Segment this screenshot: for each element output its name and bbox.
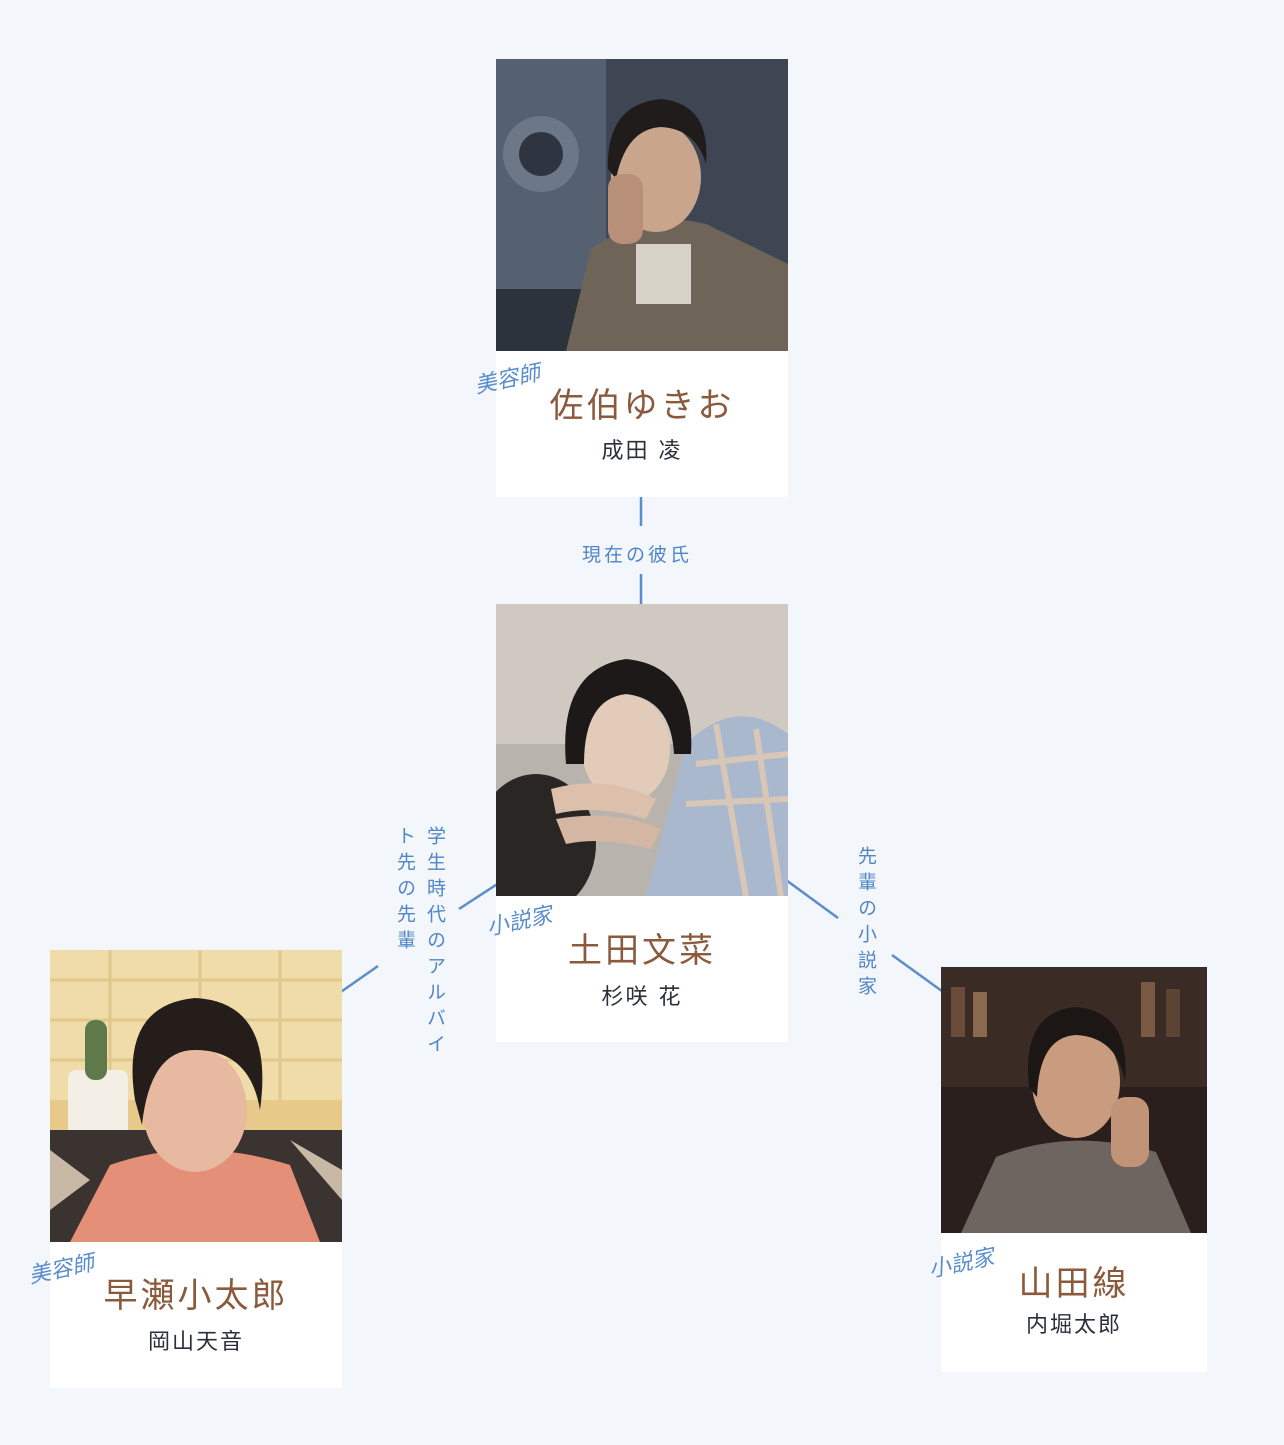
character-card-tsuchida[interactable]: 土田文菜 杉咲 花: [496, 604, 788, 1042]
character-card-saeki[interactable]: 佐伯ゆきお 成田 凌: [496, 59, 788, 497]
actor-name-yamada: 内堀太郎: [1025, 1313, 1122, 1338]
character-photo-saeki: [496, 59, 788, 351]
line-hayase-upper: [458, 879, 503, 911]
character-name-tsuchida: 土田文菜: [568, 931, 716, 971]
character-card-hayase[interactable]: 早瀬小太郎 岡山天音: [50, 950, 342, 1388]
character-photo-yamada: [941, 967, 1207, 1233]
line-yamada-lower: [891, 953, 947, 996]
character-card-yamada[interactable]: 山田線 内堀太郎: [941, 967, 1207, 1372]
character-photo-tsuchida: [496, 604, 788, 896]
character-photo-hayase: [50, 950, 342, 1242]
character-name-hayase: 早瀬小太郎: [103, 1276, 289, 1316]
character-name-saeki: 佐伯ゆきお: [549, 386, 735, 426]
relation-label-current-boyfriend: 現在の彼氏: [582, 544, 693, 566]
actor-name-saeki: 成田 凌: [601, 439, 683, 464]
relation-label-part-time-senior: 学生時代のアルバイト先の先輩: [394, 826, 446, 1060]
character-name-yamada: 山田線: [1018, 1264, 1130, 1304]
line-hayase-lower: [334, 964, 379, 998]
relation-label-senior-novelist: 先輩の小説家: [855, 846, 877, 1002]
actor-name-tsuchida: 杉咲 花: [601, 985, 683, 1010]
actor-name-hayase: 岡山天音: [147, 1330, 244, 1355]
line-yamada-upper: [785, 878, 839, 920]
